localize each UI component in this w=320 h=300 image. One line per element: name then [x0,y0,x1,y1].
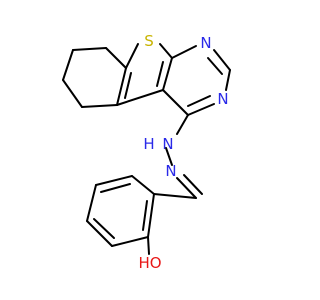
bond [116,67,127,106]
amine-hydrogen-label: H [143,135,154,153]
bond [142,200,148,231]
bond [171,45,197,59]
pyrimidine-nitrogen-bottom-label: N [217,90,228,108]
hydrazone-linker [153,114,203,199]
bond [100,183,131,193]
bond [176,177,197,199]
bond [131,175,155,195]
hydroxyl-group-label: HO [138,254,161,272]
atom-labels: S N N H N N HO [138,32,228,272]
bond [62,79,83,108]
pyrimidine-nitrogen-top-label: N [200,34,211,52]
bond [86,184,97,222]
bond [225,69,231,91]
hydrazone-nitrogen-upper-label: N [162,135,173,153]
bond [162,57,173,91]
bond [125,43,139,69]
bond [156,61,164,87]
bond [86,220,113,247]
bond [153,193,197,199]
cyclohexane-ring [62,47,127,108]
bond [93,218,115,239]
thiophene-ring [116,43,173,106]
bond [72,47,107,51]
bond [207,57,223,75]
bond [81,104,118,108]
bond [162,89,189,116]
bond [183,174,203,195]
bond [95,175,133,186]
sulfur-atom-label: S [144,32,154,50]
phenol-ring [86,175,155,255]
bond [147,193,155,238]
bond [213,49,231,71]
hydrazone-nitrogen-lower-label: N [165,162,176,180]
bond [105,47,127,69]
bond [111,236,149,247]
bond [165,147,173,166]
bond [159,43,173,59]
structure-canvas: S N N H N N HO [62,32,231,272]
bond [176,114,189,135]
bond [147,236,150,255]
bond [62,49,74,81]
pyrimidine-ring [162,45,231,116]
molecule-drawing: S N N H N N HO [62,32,231,272]
bond [187,103,215,116]
bond [124,72,132,99]
bond [116,89,164,106]
bond [187,95,211,107]
